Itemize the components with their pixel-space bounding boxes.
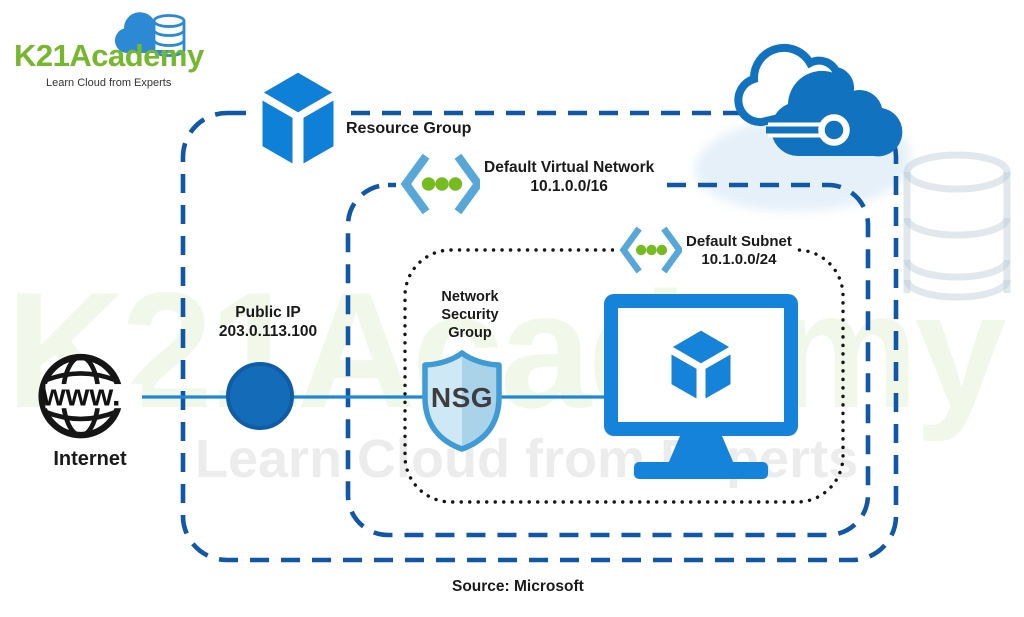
nsg-shield-icon: NSG <box>422 350 502 452</box>
virtual-network-label: Default Virtual Network 10.1.0.0/16 <box>480 158 659 198</box>
source-label: Source: Microsoft <box>452 578 584 595</box>
public-ip-title: Public IP <box>235 304 301 321</box>
logo-cloud-db-icon <box>114 12 186 57</box>
logo-tagline: Learn Cloud from Experts <box>46 77 172 89</box>
internet-globe-icon: www. <box>38 353 142 439</box>
globe-www-text: www. <box>41 378 121 412</box>
database-watermark-icon <box>903 151 1011 301</box>
resource-group-label: Resource Group <box>346 120 472 137</box>
nsg-badge-text: NSG <box>431 382 493 413</box>
virtual-network-name: Default Virtual Network <box>484 159 655 176</box>
watermark-logo-text: K21Academy <box>6 258 1006 442</box>
subnet-label: Default Subnet 10.1.0.0/24 <box>682 232 796 270</box>
azure-cloud-icon <box>734 43 903 157</box>
logo-text: K21Academy <box>14 38 204 73</box>
public-ip-icon <box>226 362 294 430</box>
vm-monitor-icon <box>604 294 798 479</box>
resource-group-boundary <box>180 110 899 563</box>
public-ip-address: 203.0.113.100 <box>218 322 318 340</box>
subnet-name: Default Subnet <box>686 233 792 250</box>
subnet-cidr: 10.1.0.0/24 <box>701 251 777 268</box>
public-ip-label: Public IP 203.0.113.100 <box>193 304 343 341</box>
subnet-icon <box>619 226 684 274</box>
internet-label: Internet <box>53 448 127 470</box>
virtual-network-icon <box>400 153 484 215</box>
nsg-label: Network Security Group <box>441 289 499 342</box>
resource-group-cube-icon <box>259 70 337 167</box>
subnet-boundary <box>403 248 845 504</box>
virtual-network-cidr: 10.1.0.0/16 <box>530 177 608 195</box>
